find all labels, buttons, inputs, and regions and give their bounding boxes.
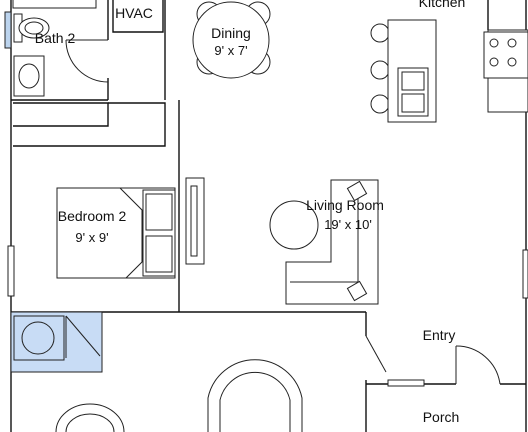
label-living-room-size: 19' x 10'	[324, 217, 372, 232]
bath2-fixtures	[12, 0, 109, 97]
windows	[4, 11, 528, 299]
label-bath2: Bath 2	[35, 30, 76, 46]
window-living	[522, 249, 528, 299]
label-bedroom2: Bedroom 2	[58, 208, 127, 224]
bedroom2-furniture	[56, 177, 205, 279]
lower-furniture	[55, 359, 303, 432]
label-kitchen: Kitchen	[419, 0, 466, 10]
dining-table	[192, 1, 271, 79]
label-living-room: Living Room	[306, 197, 384, 213]
window-bath	[4, 11, 12, 49]
label-hvac: HVAC	[115, 5, 153, 21]
laundry-highlight	[10, 311, 103, 373]
kitchen-fixtures	[370, 19, 528, 123]
label-bedroom2-size: 9' x 9'	[75, 230, 108, 245]
label-entry: Entry	[423, 327, 456, 343]
toilet-icon	[13, 13, 50, 43]
sink-icon	[13, 55, 45, 97]
living-room-furniture	[269, 179, 379, 305]
room-labels: Kitchen HVAC Bath 2 Dining 9' x 7' Bedro…	[35, 0, 466, 425]
laundry-closet	[10, 311, 103, 373]
washer-icon	[21, 321, 55, 355]
label-porch: Porch	[423, 409, 460, 425]
label-dining: Dining	[211, 25, 251, 41]
entry-door	[365, 335, 501, 387]
kitchen-sink-icon	[397, 67, 429, 117]
label-dining-size: 9' x 7'	[214, 43, 247, 58]
stove-icon	[483, 31, 528, 79]
window-bedroom	[7, 245, 15, 297]
